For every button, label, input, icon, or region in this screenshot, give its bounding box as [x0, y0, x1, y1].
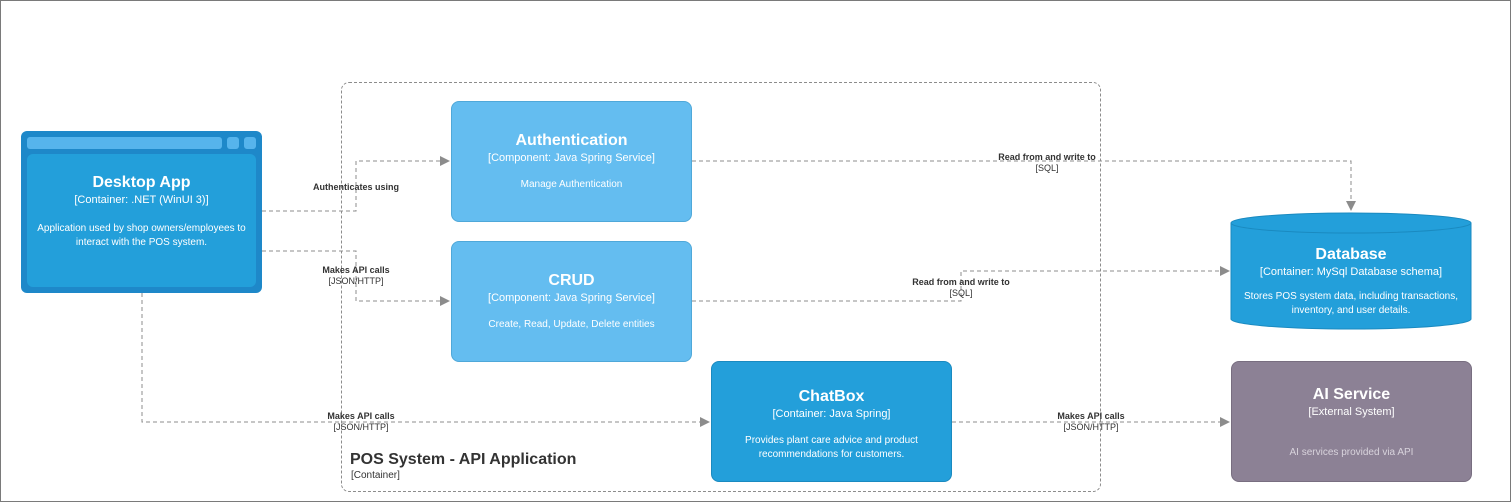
chatbox-subtitle: [Container: Java Spring] — [772, 408, 891, 420]
authentication-subtitle: [Component: Java Spring Service] — [488, 152, 655, 164]
edge-desktop-chatbox — [141, 293, 710, 427]
edge-desktop-auth — [262, 156, 450, 212]
boundary-title: POS System - API Application — [350, 451, 577, 468]
edge-auth-db — [692, 160, 1356, 211]
authentication-description: Manage Authentication — [520, 179, 623, 190]
desktop-app-node[interactable]: Desktop App [Container: .NET (WinUI 3)] … — [21, 131, 262, 293]
authentication-title: Authentication — [515, 132, 628, 149]
edge-desktop-crud — [262, 250, 450, 306]
chatbox-node[interactable]: ChatBox [Container: Java Spring] Provide… — [711, 361, 952, 482]
window-button-icon — [227, 137, 239, 149]
ai-service-subtitle: [External System] — [1308, 406, 1395, 418]
authentication-node[interactable]: Authentication [Component: Java Spring S… — [451, 101, 692, 222]
edge-label-desktop-chatbox: Makes API calls [JSON/HTTP] — [327, 411, 395, 432]
window-button-icon — [244, 137, 256, 149]
window-titlebar — [27, 137, 222, 149]
database-description: Stores POS system data, including transa… — [1244, 291, 1458, 316]
crud-title: CRUD — [548, 272, 595, 289]
database-node[interactable]: Database [Container: MySql Database sche… — [1231, 233, 1471, 328]
chatbox-description: Provides plant care advice and product r… — [745, 435, 918, 460]
ai-service-node[interactable]: AI Service [External System] AI services… — [1231, 361, 1472, 482]
ai-service-title: AI Service — [1312, 386, 1391, 403]
chatbox-title: ChatBox — [798, 388, 865, 405]
database-cylinder-shape — [1230, 212, 1472, 330]
crud-description: Create, Read, Update, Delete entities — [488, 319, 655, 330]
system-boundary — [341, 82, 1101, 492]
edge-label-auth-db: Read from and write to [SQL] — [998, 152, 1096, 173]
ai-service-description: AI services provided via API — [1289, 447, 1414, 458]
edge-label-desktop-crud: Makes API calls [JSON/HTTP] — [322, 265, 390, 286]
edge-label-desktop-auth: Authenticates using — [312, 182, 400, 192]
desktop-app-title: Desktop App — [92, 174, 191, 191]
boundary-subtitle: [Container] — [351, 470, 400, 481]
crud-subtitle: [Component: Java Spring Service] — [488, 292, 655, 304]
database-title: Database — [1315, 246, 1387, 263]
edge-label-chatbox-ai: Makes API calls [JSON/HTTP] — [1057, 411, 1125, 432]
crud-node[interactable]: CRUD [Component: Java Spring Service] Cr… — [451, 241, 692, 362]
edge-crud-db — [692, 266, 1230, 302]
desktop-app-screen: Desktop App [Container: .NET (WinUI 3)] … — [27, 154, 256, 287]
desktop-app-subtitle: [Container: .NET (WinUI 3)] — [74, 194, 209, 206]
desktop-app-description: Application used by shop owners/employee… — [37, 223, 246, 248]
database-subtitle: [Container: MySql Database schema] — [1259, 266, 1443, 278]
edge-label-crud-db: Read from and write to [SQL] — [912, 277, 1010, 298]
